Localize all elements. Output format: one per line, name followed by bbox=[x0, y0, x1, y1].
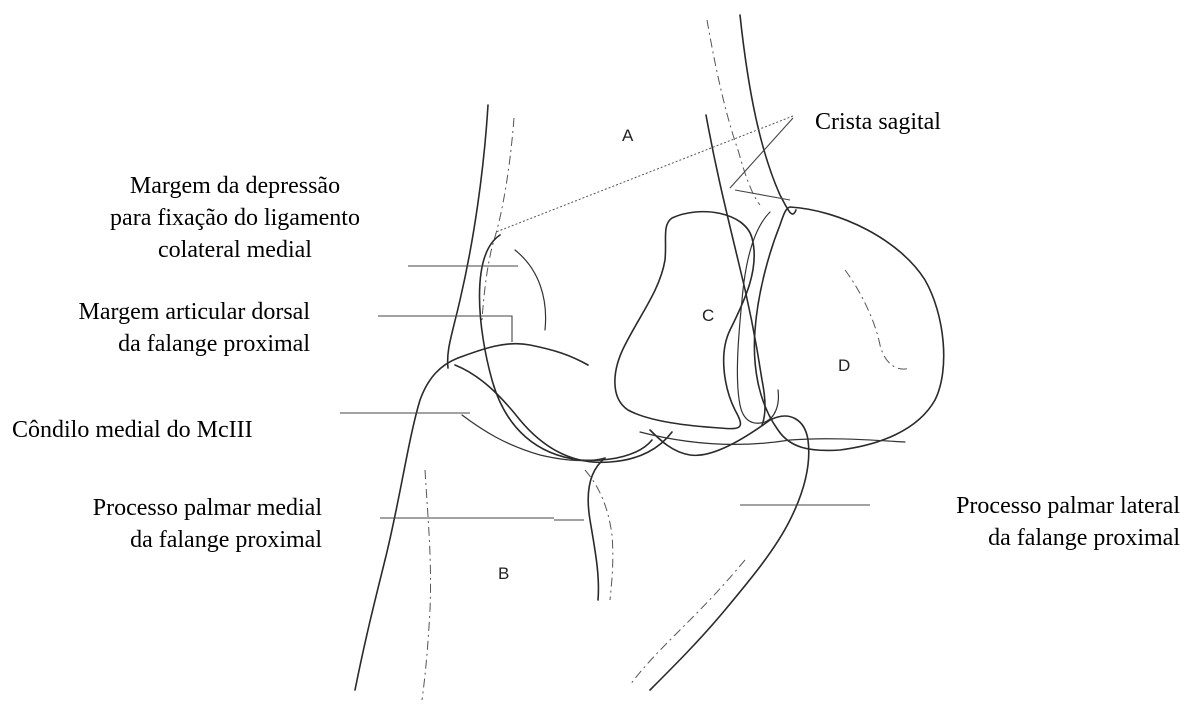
label-margem-depressao-line-1: Margem da depressão bbox=[60, 170, 410, 202]
pointer-margem-articular bbox=[378, 316, 512, 342]
sesamoid-d-dashed bbox=[845, 270, 910, 369]
medial-condyle-inner bbox=[515, 250, 546, 330]
label-margem-articular-line-2: da falange proximal bbox=[20, 328, 310, 360]
label-condilo-medial: Côndilo medial do McIII bbox=[12, 414, 253, 446]
label-margem-depressao: Margem da depressão para fixação do liga… bbox=[60, 170, 410, 266]
sesamoid-c-outline bbox=[615, 212, 754, 429]
bone-b-articular-arc bbox=[455, 365, 672, 462]
label-margem-articular: Margem articular dorsal da falange proxi… bbox=[20, 296, 310, 360]
label-margem-depressao-line-2: para fixação do ligamento bbox=[60, 202, 410, 234]
bone-b-medial-outline bbox=[355, 358, 458, 690]
label-processo-lateral-line-1: Processo palmar lateral bbox=[880, 490, 1180, 522]
label-margem-articular-line-1: Margem articular dorsal bbox=[20, 296, 310, 328]
pointer-crista-3 bbox=[496, 116, 793, 232]
label-margem-depressao-line-3: colateral medial bbox=[60, 234, 410, 266]
bone-b-articular-arc-2 bbox=[462, 415, 605, 461]
letter-d: D bbox=[838, 356, 850, 376]
lateral-palmar-process bbox=[650, 416, 809, 690]
medial-condyle-outline bbox=[480, 235, 653, 460]
bone-a-lateral-outline bbox=[740, 15, 796, 214]
letter-b: B bbox=[498, 564, 509, 584]
label-processo-medial: Processo palmar medial da falange proxim… bbox=[20, 492, 322, 556]
bone-b-inner-dashed bbox=[422, 470, 431, 700]
dorsal-articular-margin bbox=[458, 344, 588, 365]
label-processo-medial-line-1: Processo palmar medial bbox=[20, 492, 322, 524]
bone-a-lateral-dashed bbox=[707, 20, 760, 205]
lateral-palmar-process-dashed bbox=[630, 560, 745, 685]
label-crista-sagital: Crista sagital bbox=[815, 106, 941, 138]
label-processo-lateral-line-2: da falange proximal bbox=[880, 522, 1180, 554]
sesamoid-d-outline bbox=[754, 207, 943, 450]
bone-a-medial-inner-outline bbox=[482, 118, 514, 320]
sesamoid-d-inner bbox=[737, 212, 778, 423]
letter-a: A bbox=[622, 126, 633, 146]
pointer-crista-1 bbox=[735, 190, 790, 200]
letter-c: C bbox=[702, 306, 714, 326]
label-processo-lateral: Processo palmar lateral da falange proxi… bbox=[880, 490, 1180, 554]
medial-palmar-process bbox=[588, 458, 605, 600]
label-processo-medial-line-2: da falange proximal bbox=[20, 524, 322, 556]
sesamoid-base-line bbox=[640, 432, 905, 444]
